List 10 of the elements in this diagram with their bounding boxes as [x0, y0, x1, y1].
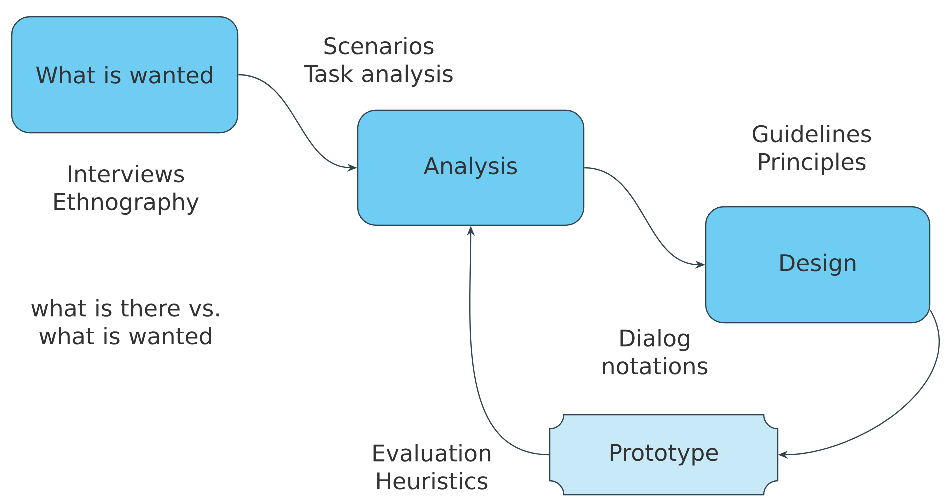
annotation-text: Evaluation Heuristics [374, 444, 491, 490]
process-box: What is wanted [11, 16, 239, 134]
annotation-text: Scenarios Task analysis [304, 36, 453, 88]
annotation-text: what is there vs. what is wanted [32, 299, 219, 345]
annotation-text: Interviews Ethnography [54, 164, 199, 216]
prototype-box: Prototype [549, 414, 779, 496]
process-box: Design [705, 206, 931, 324]
annotation-text: Dialog notations [603, 329, 708, 375]
annotation-text: Guidelines Principles [753, 124, 872, 176]
process-box: Analysis [357, 110, 585, 226]
